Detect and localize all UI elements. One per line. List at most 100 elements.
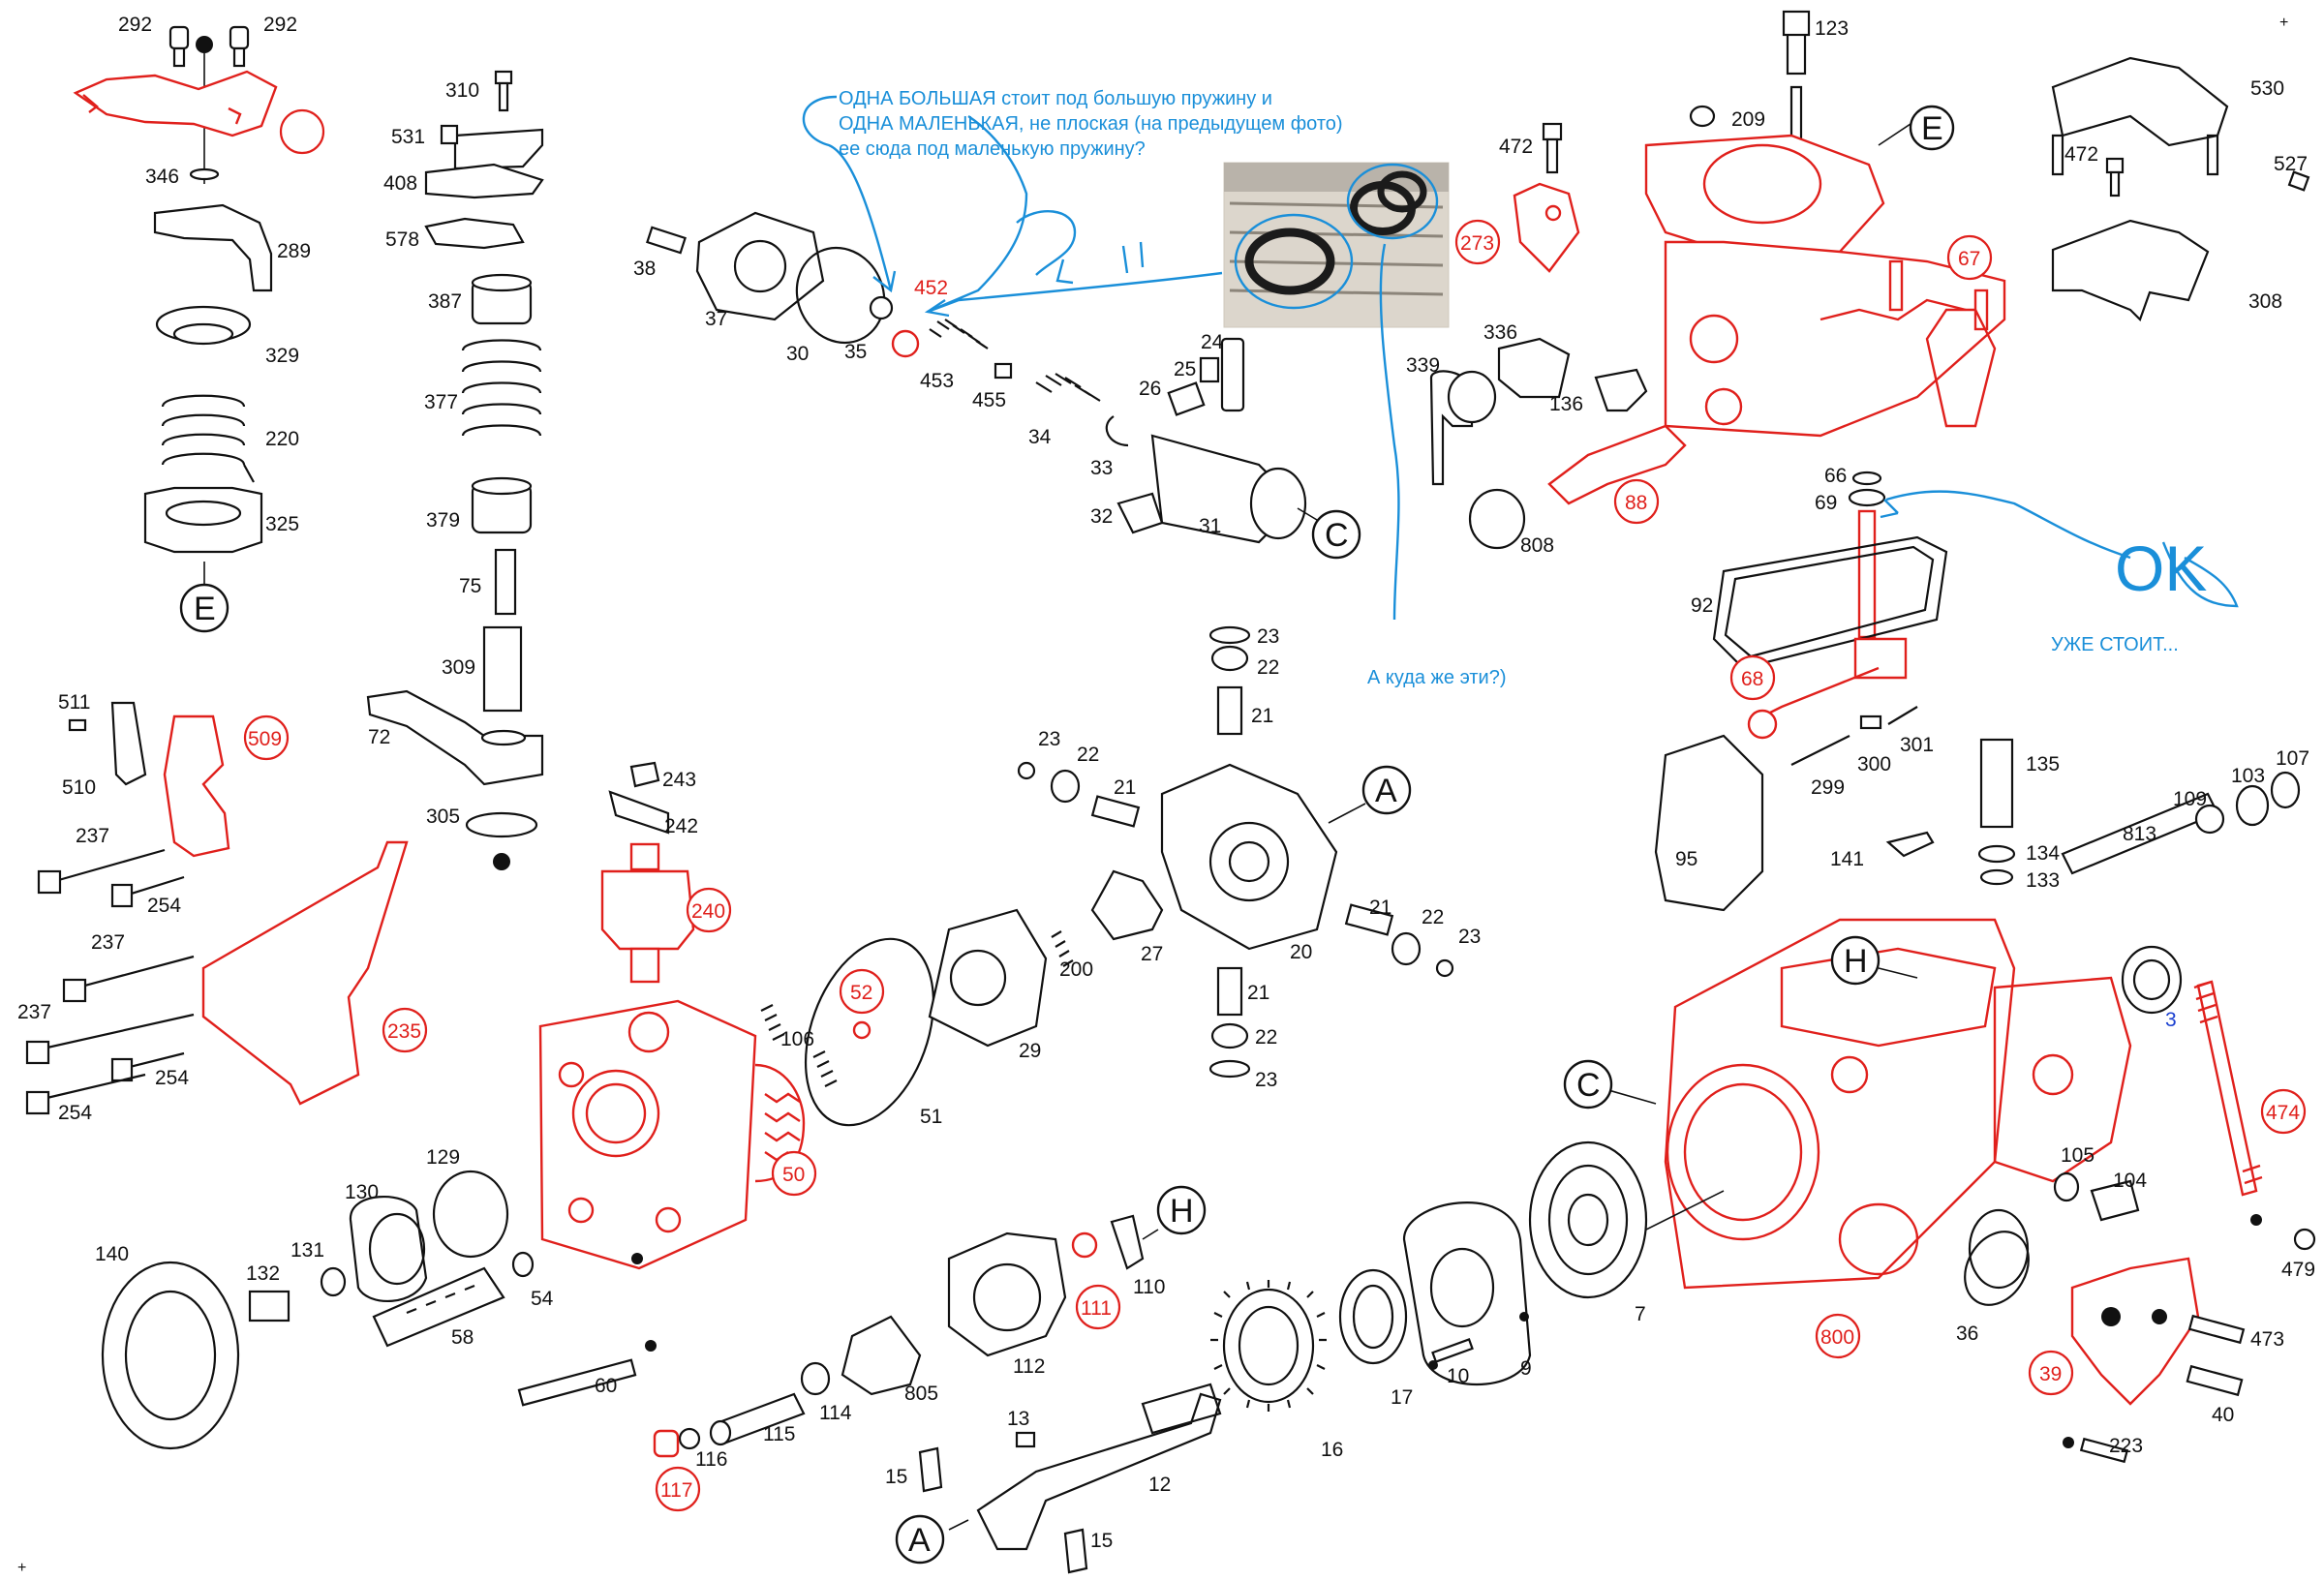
label-140: 140 [95, 1243, 129, 1265]
label-133: 133 [2026, 869, 2060, 892]
label-23: 23 [1038, 728, 1060, 750]
label-39: 39 [2039, 1363, 2062, 1385]
label-453: 453 [920, 370, 954, 392]
label-408: 408 [383, 172, 417, 195]
label-455: 455 [972, 389, 1006, 411]
label-69: 69 [1815, 492, 1837, 514]
label-472: 472 [1499, 136, 1533, 158]
label-92: 92 [1691, 594, 1713, 617]
label-473: 473 [2250, 1328, 2284, 1351]
label-292: 292 [263, 14, 297, 36]
label-530: 530 [2250, 77, 2284, 100]
note-where-these: А куда же эти?) [1367, 667, 1507, 688]
label-273: 273 [1460, 232, 1494, 255]
label-509: 509 [248, 728, 282, 750]
note-ok: OK [2115, 532, 2207, 604]
label-254: 254 [155, 1067, 189, 1089]
label-54: 54 [531, 1288, 554, 1310]
label-112: 112 [1013, 1355, 1045, 1378]
label-27: 27 [1141, 943, 1163, 965]
label-531: 531 [391, 126, 425, 148]
circle-375 [279, 108, 325, 155]
label-115: 115 [763, 1423, 795, 1445]
label-21: 21 [1369, 897, 1391, 919]
label-103: 103 [2231, 765, 2265, 787]
corner-mark: + [2279, 15, 2288, 31]
label-38: 38 [633, 258, 656, 280]
label-387: 387 [428, 290, 462, 313]
ref-marker-C: C [1576, 1067, 1601, 1104]
ref-marker-A: A [1375, 773, 1397, 809]
ref-marker-H: H [1170, 1193, 1194, 1230]
label-808: 808 [1520, 534, 1554, 557]
annotation-marks [802, 95, 2239, 621]
label-22: 22 [1257, 656, 1279, 679]
label-301: 301 [1900, 734, 1934, 756]
governor-cover-group [73, 25, 278, 633]
cam-plate-group [653, 1185, 1207, 1512]
label-25: 25 [1174, 358, 1196, 380]
label-20: 20 [1290, 941, 1312, 963]
label-200: 200 [1059, 958, 1093, 981]
bracket-235-group [25, 701, 428, 1115]
label-72: 72 [368, 726, 390, 748]
label-106: 106 [780, 1028, 814, 1050]
label-237: 237 [91, 931, 125, 954]
labels: 292 292 346 289 329 220 325 310 531 408 … [17, 14, 2315, 1559]
lever-39-group [1964, 980, 2316, 1464]
label-37: 37 [705, 308, 727, 330]
label-116: 116 [695, 1448, 727, 1471]
label-15: 15 [885, 1466, 907, 1488]
label-235: 235 [387, 1020, 421, 1043]
label-305: 305 [426, 806, 460, 828]
label-52: 52 [850, 982, 872, 1004]
label-379: 379 [426, 509, 460, 532]
label-23: 23 [1255, 1069, 1277, 1091]
label-21: 21 [1251, 705, 1273, 727]
label-237: 237 [17, 1001, 51, 1023]
label-474: 474 [2266, 1102, 2300, 1124]
roller-ring-20 [1017, 625, 1454, 1079]
label-21: 21 [1247, 982, 1269, 1004]
label-40: 40 [2212, 1404, 2234, 1426]
label-26: 26 [1139, 378, 1161, 400]
governor-housing-67 [1644, 10, 2006, 438]
label-377: 377 [424, 391, 458, 413]
label-105: 105 [2061, 1144, 2095, 1167]
label-75: 75 [459, 575, 481, 597]
label-117: 117 [660, 1479, 692, 1502]
label-243: 243 [662, 769, 696, 791]
solenoid-group [646, 211, 1361, 560]
speed-control-stack [366, 70, 544, 870]
label-17: 17 [1391, 1386, 1413, 1409]
solenoid-240 [600, 761, 732, 984]
cutoff-group [1429, 337, 1687, 550]
label-58: 58 [451, 1326, 474, 1349]
label-68: 68 [1741, 668, 1763, 690]
label-136: 136 [1549, 393, 1583, 415]
label-254: 254 [147, 895, 181, 917]
label-132: 132 [246, 1262, 280, 1285]
label-109: 109 [2173, 788, 2207, 810]
lever-68-group [1712, 471, 1948, 766]
label-527: 527 [2274, 153, 2308, 175]
label-22: 22 [1255, 1026, 1277, 1049]
label-7: 7 [1635, 1303, 1646, 1325]
rings-29-group [760, 869, 1164, 1127]
label-12: 12 [1148, 1474, 1171, 1496]
label-220: 220 [265, 428, 299, 450]
label-29: 29 [1019, 1040, 1041, 1062]
label-325: 325 [265, 513, 299, 535]
ref-marker-E: E [1921, 110, 1943, 147]
label-479: 479 [2281, 1259, 2315, 1281]
bolt-273-group [1454, 122, 1580, 273]
label-135: 135 [2026, 753, 2060, 775]
label-50: 50 [782, 1164, 805, 1186]
label-31: 31 [1199, 515, 1221, 537]
label-111: 111 [1081, 1297, 1112, 1320]
corner-mark: + [17, 1560, 26, 1576]
label-130: 130 [345, 1181, 379, 1203]
label-95: 95 [1675, 848, 1697, 870]
label-66: 66 [1824, 465, 1847, 487]
label-16: 16 [1321, 1439, 1343, 1461]
